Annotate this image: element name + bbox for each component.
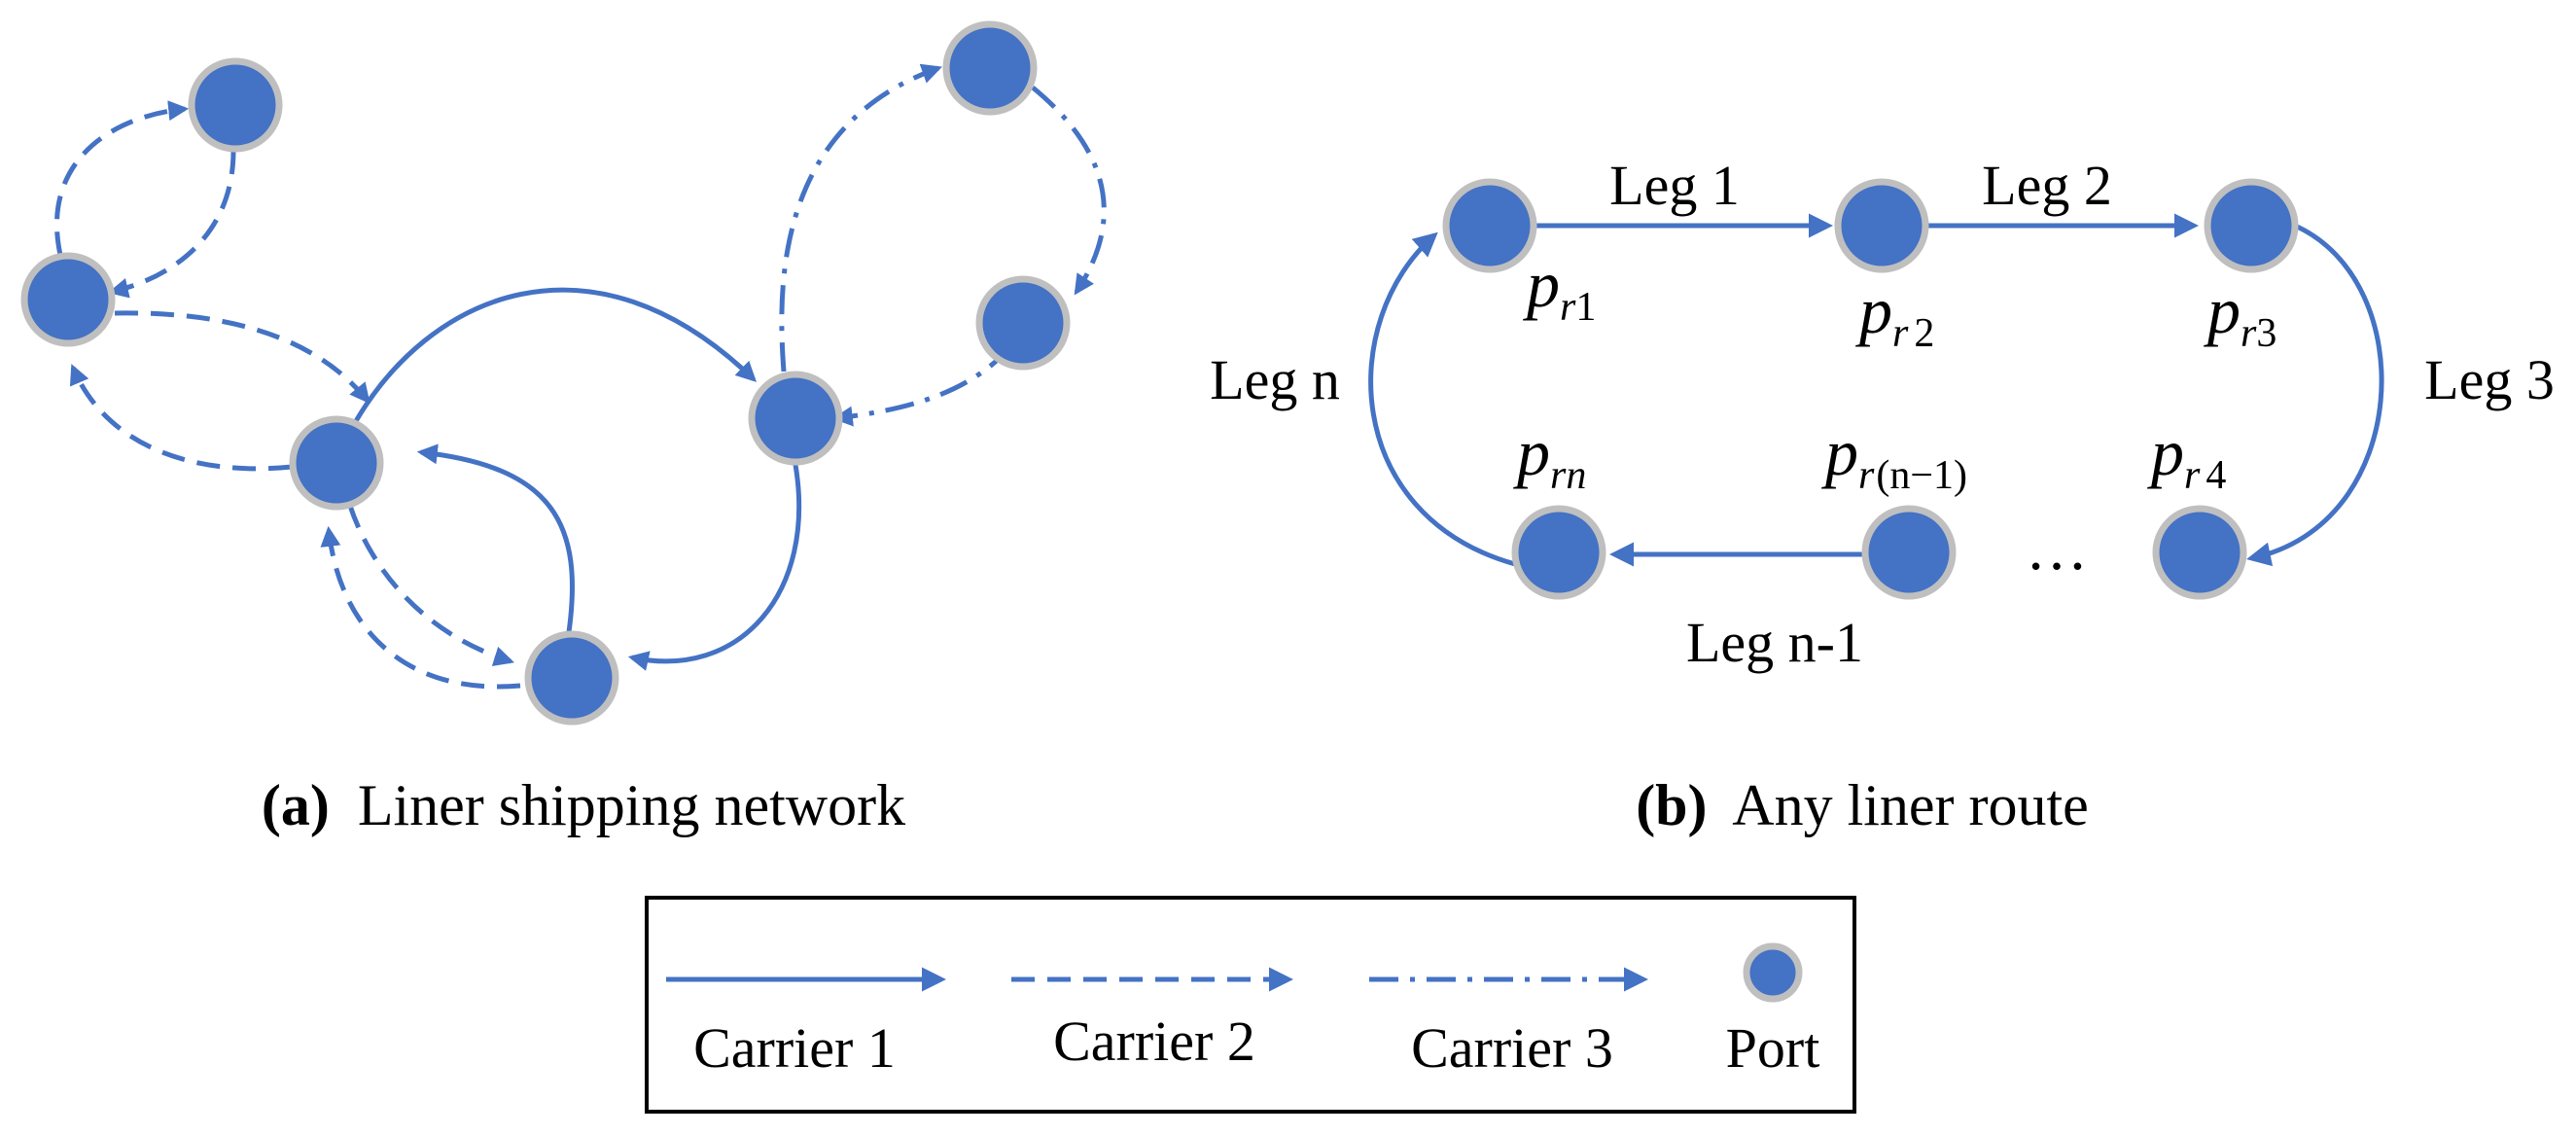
legend: Carrier 1 Carrier 2 Carrier 3 Port: [645, 896, 1856, 1114]
caption-b-letter: (b): [1636, 773, 1707, 837]
port-label-prn: prn: [1513, 415, 1586, 498]
port-a-1: [188, 57, 283, 153]
port-a-7: [942, 20, 1038, 116]
port-pr3: [2204, 178, 2299, 273]
edge-a-c2-4: [69, 364, 293, 472]
port-a-4: [524, 630, 619, 726]
caption-b-text: Any liner route: [1732, 773, 2089, 837]
port-prn: [1511, 505, 1606, 600]
caption-a-letter: (a): [262, 773, 330, 837]
port-a-6: [975, 275, 1071, 371]
legend-label-carrier-1: Carrier 1: [693, 1016, 896, 1080]
caption-a-text: Liner shipping network: [358, 773, 905, 837]
leg-2-label: Leg 2: [1982, 154, 2112, 217]
panel-a-network: (a) Liner shipping network: [20, 20, 1107, 837]
leg-1-label: Leg 1: [1609, 154, 1740, 217]
caption-b: (b) Any liner route: [1636, 773, 2089, 837]
legend-box: [645, 896, 1856, 1114]
edge-a-c3-1: [779, 63, 942, 372]
port-a-5: [748, 371, 843, 466]
leg-n-label: Leg n: [1210, 348, 1340, 411]
edge-a-c3-3: [831, 344, 1013, 427]
legend-label-carrier-2: Carrier 2: [1053, 1010, 1255, 1073]
edge-a-c2-1: [53, 100, 190, 256]
port-a-2: [20, 252, 116, 347]
route-ellipsis: …: [2026, 514, 2088, 583]
port-a-3: [289, 415, 384, 511]
leg-n-arrow: [1368, 231, 1516, 567]
port-pr1: [1442, 178, 1537, 273]
port-pr4: [2152, 505, 2247, 600]
legend-port-symbol: [1743, 942, 1803, 1003]
edge-a-c3-2: [1031, 86, 1107, 296]
port-label-pr-n-1: pr(n−1): [1821, 415, 1967, 498]
port-pr-n-1: [1861, 505, 1957, 600]
leg-3-arrow: [2246, 223, 2384, 567]
edge-a-c2-6: [320, 525, 521, 690]
legend-label-carrier-3: Carrier 3: [1411, 1016, 1613, 1080]
edge-a-c1-1: [349, 287, 758, 430]
leg-3-label: Leg 3: [2424, 348, 2555, 411]
edge-a-c2-5: [347, 505, 515, 666]
port-label-pr1: pr1: [1523, 247, 1596, 330]
leg-n-1-label: Leg n-1: [1686, 611, 1863, 674]
edge-a-c2-2: [107, 150, 236, 299]
edge-a-c1-3: [416, 443, 575, 633]
caption-a: (a) Liner shipping network: [262, 773, 905, 837]
edge-a-c2-3: [114, 310, 371, 405]
port-label-pr3: pr3: [2204, 273, 2276, 356]
edge-a-c1-2: [627, 464, 802, 671]
legend-label-port: Port: [1726, 1016, 1820, 1080]
port-pr2: [1834, 178, 1929, 273]
